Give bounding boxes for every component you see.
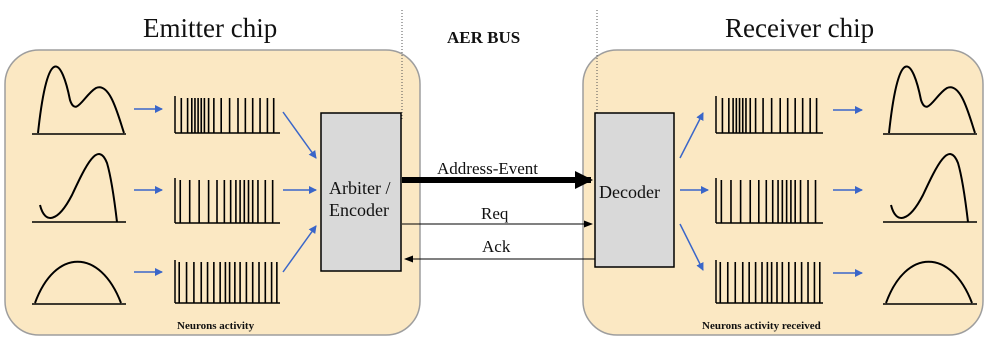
receiver-title: Receiver chip bbox=[725, 13, 874, 43]
emitter-waveform-middle bbox=[39, 153, 118, 223]
receiver-waveform-top bbox=[888, 65, 976, 134]
decoder-to-train-bottom bbox=[679, 223, 704, 271]
emitter-spike-train-bottom bbox=[174, 260, 280, 304]
emitter-waveform-bottom bbox=[34, 260, 122, 304]
arbiter-label-line2: Encoder bbox=[329, 200, 389, 220]
emitter-caption: Neurons activity bbox=[177, 320, 255, 332]
receiver-spike-train-middle bbox=[715, 178, 823, 224]
receiver-waveform-middle bbox=[890, 153, 969, 223]
receiver-caption: Neurons activity received bbox=[702, 320, 821, 332]
arbiter-encoder-block bbox=[320, 112, 402, 272]
decoder-label: Decoder bbox=[599, 182, 660, 202]
emitter-to-arbiter-top bbox=[282, 111, 317, 159]
emitter-title: Emitter chip bbox=[143, 13, 277, 43]
receiver-spike-train-bottom bbox=[715, 260, 823, 304]
emitter-chip-panel bbox=[4, 49, 421, 336]
address-event-label: Address-Event bbox=[437, 159, 538, 178]
emitter-spike-train-top bbox=[174, 96, 280, 134]
decoder-to-train-top bbox=[679, 112, 704, 159]
bus-title: AER BUS bbox=[447, 28, 520, 47]
receiver-waveform-bottom bbox=[885, 260, 973, 304]
emitter-to-arbiter-bottom bbox=[282, 225, 317, 273]
arbiter-label-line1: Arbiter / bbox=[329, 178, 390, 198]
emitter-waveform-top bbox=[37, 65, 125, 134]
ack-label: Ack bbox=[482, 237, 511, 256]
receiver-spike-train-top bbox=[715, 96, 823, 134]
emitter-spike-train-middle bbox=[174, 178, 280, 224]
req-label: Req bbox=[481, 204, 509, 223]
decoder-block bbox=[594, 112, 675, 268]
